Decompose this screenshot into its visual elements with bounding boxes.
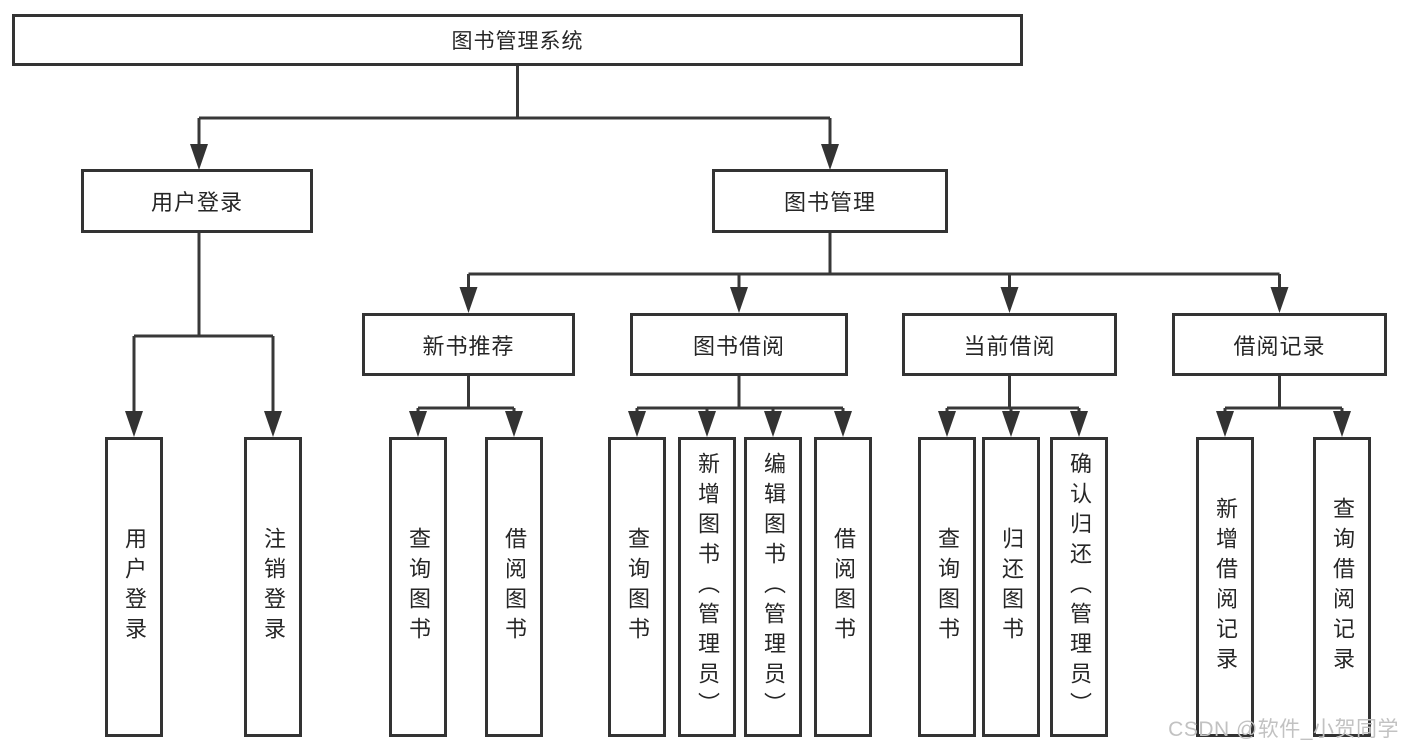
leaf-borrowing-edit-books-admin-label: 编辑图书（管理员） [761,452,786,722]
leaf-current-confirm-return-admin: 确认归还（管理员） [1050,437,1108,737]
leaf-current-query-books: 查询图书 [918,437,976,737]
node-book-borrowing: 图书借阅 [630,313,848,376]
node-new-book-recommend: 新书推荐 [362,313,575,376]
node-borrowing-records-label: 借阅记录 [1233,333,1326,359]
leaf-current-return-books-label: 归还图书 [999,527,1024,647]
node-root-label: 图书管理系统 [451,30,584,53]
leaf-current-query-books-label: 查询图书 [935,527,960,647]
leaf-borrowing-add-books-admin: 新增图书（管理员） [678,437,736,737]
leaf-records-query-record-label: 查询借阅记录 [1330,497,1355,677]
leaf-recommend-query-books: 查询图书 [389,437,447,737]
leaf-records-query-record: 查询借阅记录 [1313,437,1371,737]
node-book-management: 图书管理 [712,169,948,233]
leaf-borrowing-borrow-books: 借阅图书 [814,437,872,737]
leaf-records-add-record-label: 新增借阅记录 [1213,497,1238,677]
leaf-recommend-borrow-books: 借阅图书 [485,437,543,737]
leaf-logout: 注销登录 [244,437,302,737]
node-borrowing-records: 借阅记录 [1172,313,1387,376]
leaf-current-confirm-return-admin-label: 确认归还（管理员） [1067,452,1092,722]
leaf-logout-label: 注销登录 [261,527,286,647]
leaf-borrowing-edit-books-admin: 编辑图书（管理员） [744,437,802,737]
node-book-borrowing-label: 图书借阅 [692,333,785,359]
leaf-current-return-books: 归还图书 [982,437,1040,737]
node-current-borrowing-label: 当前借阅 [963,333,1056,359]
leaf-borrowing-add-books-admin-label: 新增图书（管理员） [695,452,720,722]
leaf-recommend-borrow-books-label: 借阅图书 [502,527,527,647]
leaf-recommend-query-books-label: 查询图书 [406,527,431,647]
leaf-borrowing-query-books: 查询图书 [608,437,666,737]
leaf-records-add-record: 新增借阅记录 [1196,437,1254,737]
node-user-login: 用户登录 [81,169,313,233]
leaf-user-login-label: 用户登录 [122,527,147,647]
node-root-library-system: 图书管理系统 [12,14,1023,66]
leaf-borrowing-borrow-books-label: 借阅图书 [831,527,856,647]
node-user-login-label: 用户登录 [150,190,243,215]
leaf-borrowing-query-books-label: 查询图书 [625,527,650,647]
node-current-borrowing: 当前借阅 [902,313,1117,376]
leaf-user-login: 用户登录 [105,437,163,737]
node-book-management-label: 图书管理 [783,190,876,215]
csdn-watermark: CSDN @软件_小贺同学 [1168,718,1399,741]
node-new-book-recommend-label: 新书推荐 [422,333,515,359]
